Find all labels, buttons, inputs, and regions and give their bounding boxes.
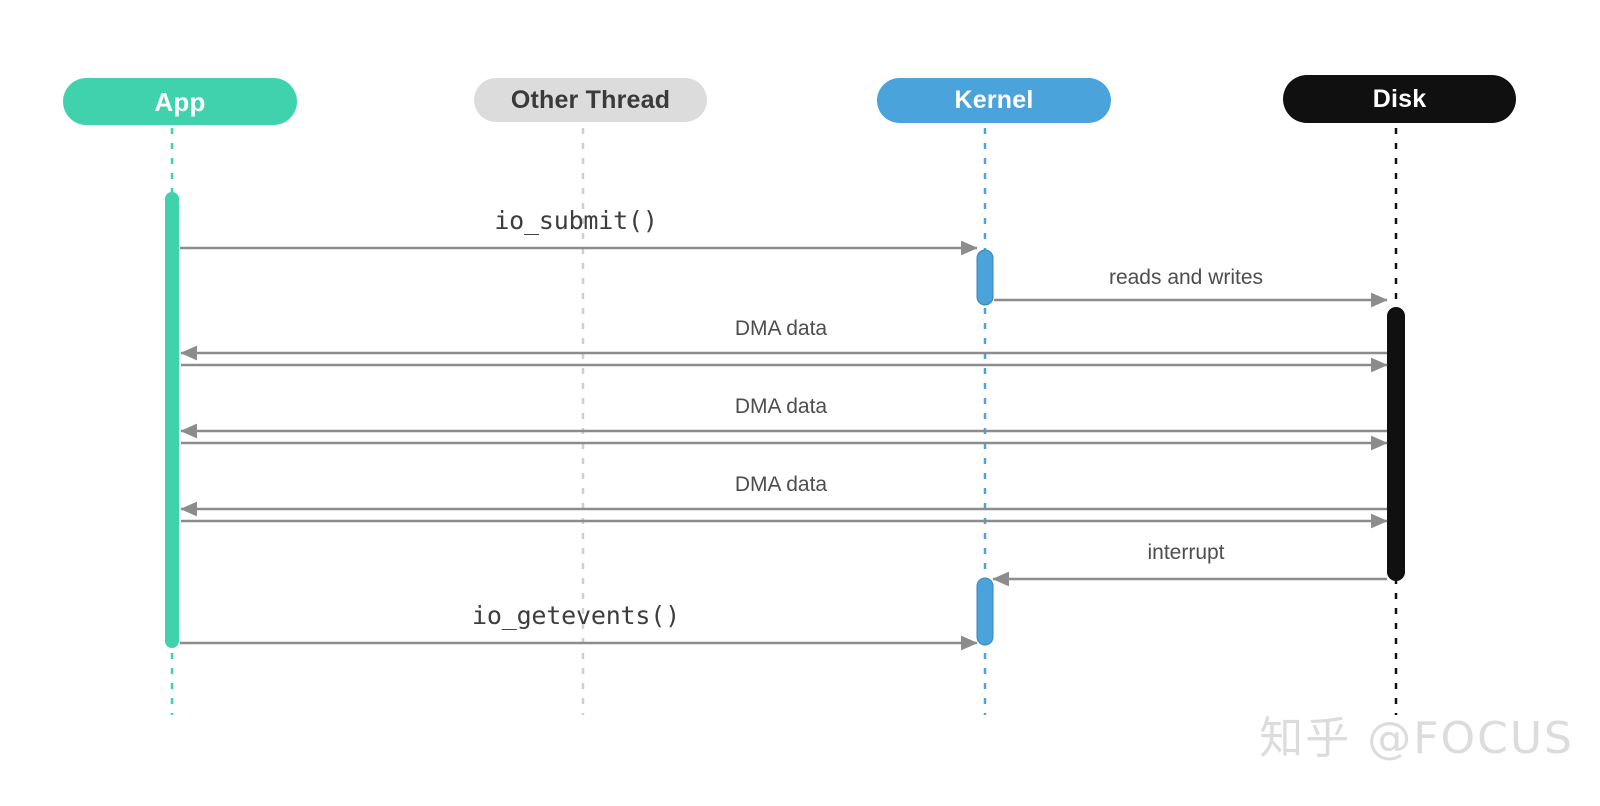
activation-bar-kernel-act-2	[976, 577, 994, 646]
message-label-dma_data_1: DMA data	[734, 317, 828, 340]
message-label-io_submit: io_submit()	[494, 206, 658, 235]
message-label-interrupt: interrupt	[1147, 541, 1225, 564]
message-label-dma_data_2: DMA data	[734, 395, 828, 418]
actor-label-kernel: Kernel	[954, 86, 1034, 114]
watermark-text: 知乎 @FOCUS	[1259, 713, 1574, 764]
message-arrows-group	[180, 240, 1388, 651]
activation-bar-kernel-act-1	[976, 249, 994, 306]
actor-box-app[interactable]: App	[63, 78, 297, 125]
activation-bars-group	[165, 192, 1405, 648]
actor-box-other_thread[interactable]: Other Thread	[474, 78, 707, 122]
actor-label-disk: Disk	[1372, 84, 1427, 113]
activation-bar-disk	[1387, 307, 1405, 581]
activation-bar-app	[165, 192, 179, 648]
actor-box-kernel[interactable]: Kernel	[877, 78, 1111, 123]
message-label-reads_and_writes: reads and writes	[1108, 266, 1264, 289]
actor-box-disk[interactable]: Disk	[1283, 75, 1516, 123]
actor-label-app: App	[154, 86, 206, 117]
message-label-dma_data_3: DMA data	[734, 473, 828, 496]
actor-label-other_thread: Other Thread	[510, 85, 671, 114]
message-label-io_getevents: io_getevents()	[472, 601, 680, 630]
